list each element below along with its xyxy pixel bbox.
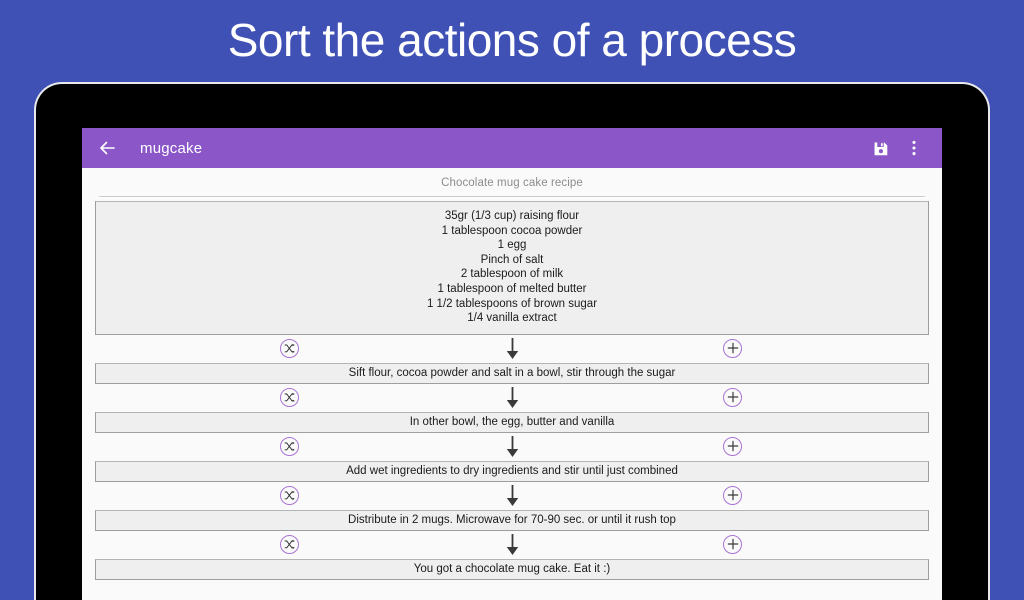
overflow-menu-icon[interactable] (900, 134, 928, 162)
flow-arrow-icon (505, 435, 519, 459)
ingredient-line: 35gr (1/3 cup) raising flour (444, 210, 580, 222)
step-row[interactable]: Distribute in 2 mugs. Microwave for 70-9… (95, 509, 929, 531)
ingredient-line: 1 tablespoon of melted butter (437, 282, 587, 295)
recipe-heading: Chocolate mug cake recipe (441, 177, 583, 189)
connector-row (95, 531, 929, 559)
tablet-device-frame: mugcake Chocolate mug cake (36, 84, 988, 600)
step-text: Distribute in 2 mugs. Microwave for 70-9… (348, 514, 676, 527)
add-step-icon[interactable] (723, 485, 742, 505)
step-row[interactable]: In other bowl, the egg, butter and vanil… (95, 411, 929, 433)
connector-row (95, 482, 929, 510)
step-row[interactable]: Add wet ingredients to dry ingredients a… (95, 460, 929, 482)
shuffle-icon[interactable] (280, 485, 299, 505)
flow-arrow-icon (505, 484, 519, 508)
app-bar-title: mugcake (140, 139, 203, 157)
app-bar: mugcake (82, 128, 942, 168)
flow-arrow-icon (505, 337, 519, 361)
promo-headline: Sort the actions of a process (227, 14, 797, 66)
add-step-icon[interactable] (723, 534, 742, 554)
ingredient-line: 1 tablespoon cocoa powder (441, 224, 583, 237)
recipe-content: Chocolate mug cake recipe 35gr (1/3 cup)… (82, 168, 942, 600)
shuffle-icon[interactable] (280, 436, 299, 456)
ingredient-line: Pinch of salt (480, 253, 544, 266)
ingredient-line: 1/4 vanilla extract (467, 312, 557, 325)
flow-arrow-icon (505, 386, 519, 410)
ingredient-line: 2 tablespoon of milk (460, 268, 564, 281)
shuffle-icon[interactable] (280, 534, 299, 554)
device-screen: mugcake Chocolate mug cake (82, 128, 942, 600)
shuffle-icon[interactable] (280, 387, 299, 407)
save-icon[interactable] (866, 134, 894, 162)
connector-row (95, 335, 929, 363)
step-text: You got a chocolate mug cake. Eat it :) (413, 563, 611, 576)
flow-arrow-icon (505, 533, 519, 557)
add-step-icon[interactable] (723, 436, 742, 456)
step-text: Add wet ingredients to dry ingredients a… (346, 465, 678, 478)
add-step-icon[interactable] (723, 387, 742, 407)
add-step-icon[interactable] (723, 338, 742, 358)
shuffle-icon[interactable] (280, 338, 299, 358)
step-row[interactable]: You got a chocolate mug cake. Eat it :) (95, 558, 929, 580)
heading-divider (99, 196, 925, 198)
ingredient-line: 1 1/2 tablespoons of brown sugar (426, 297, 598, 310)
step-row[interactable]: Sift flour, cocoa powder and salt in a b… (95, 362, 929, 384)
ingredients-box[interactable]: 35gr (1/3 cup) raising flour 1 tablespoo… (95, 201, 929, 335)
step-text: Sift flour, cocoa powder and salt in a b… (348, 367, 676, 380)
connector-row (95, 384, 929, 412)
back-arrow-icon[interactable] (94, 135, 120, 161)
connector-row (95, 433, 929, 461)
ingredient-line: 1 egg (497, 239, 527, 252)
step-text: In other bowl, the egg, butter and vanil… (409, 416, 615, 429)
